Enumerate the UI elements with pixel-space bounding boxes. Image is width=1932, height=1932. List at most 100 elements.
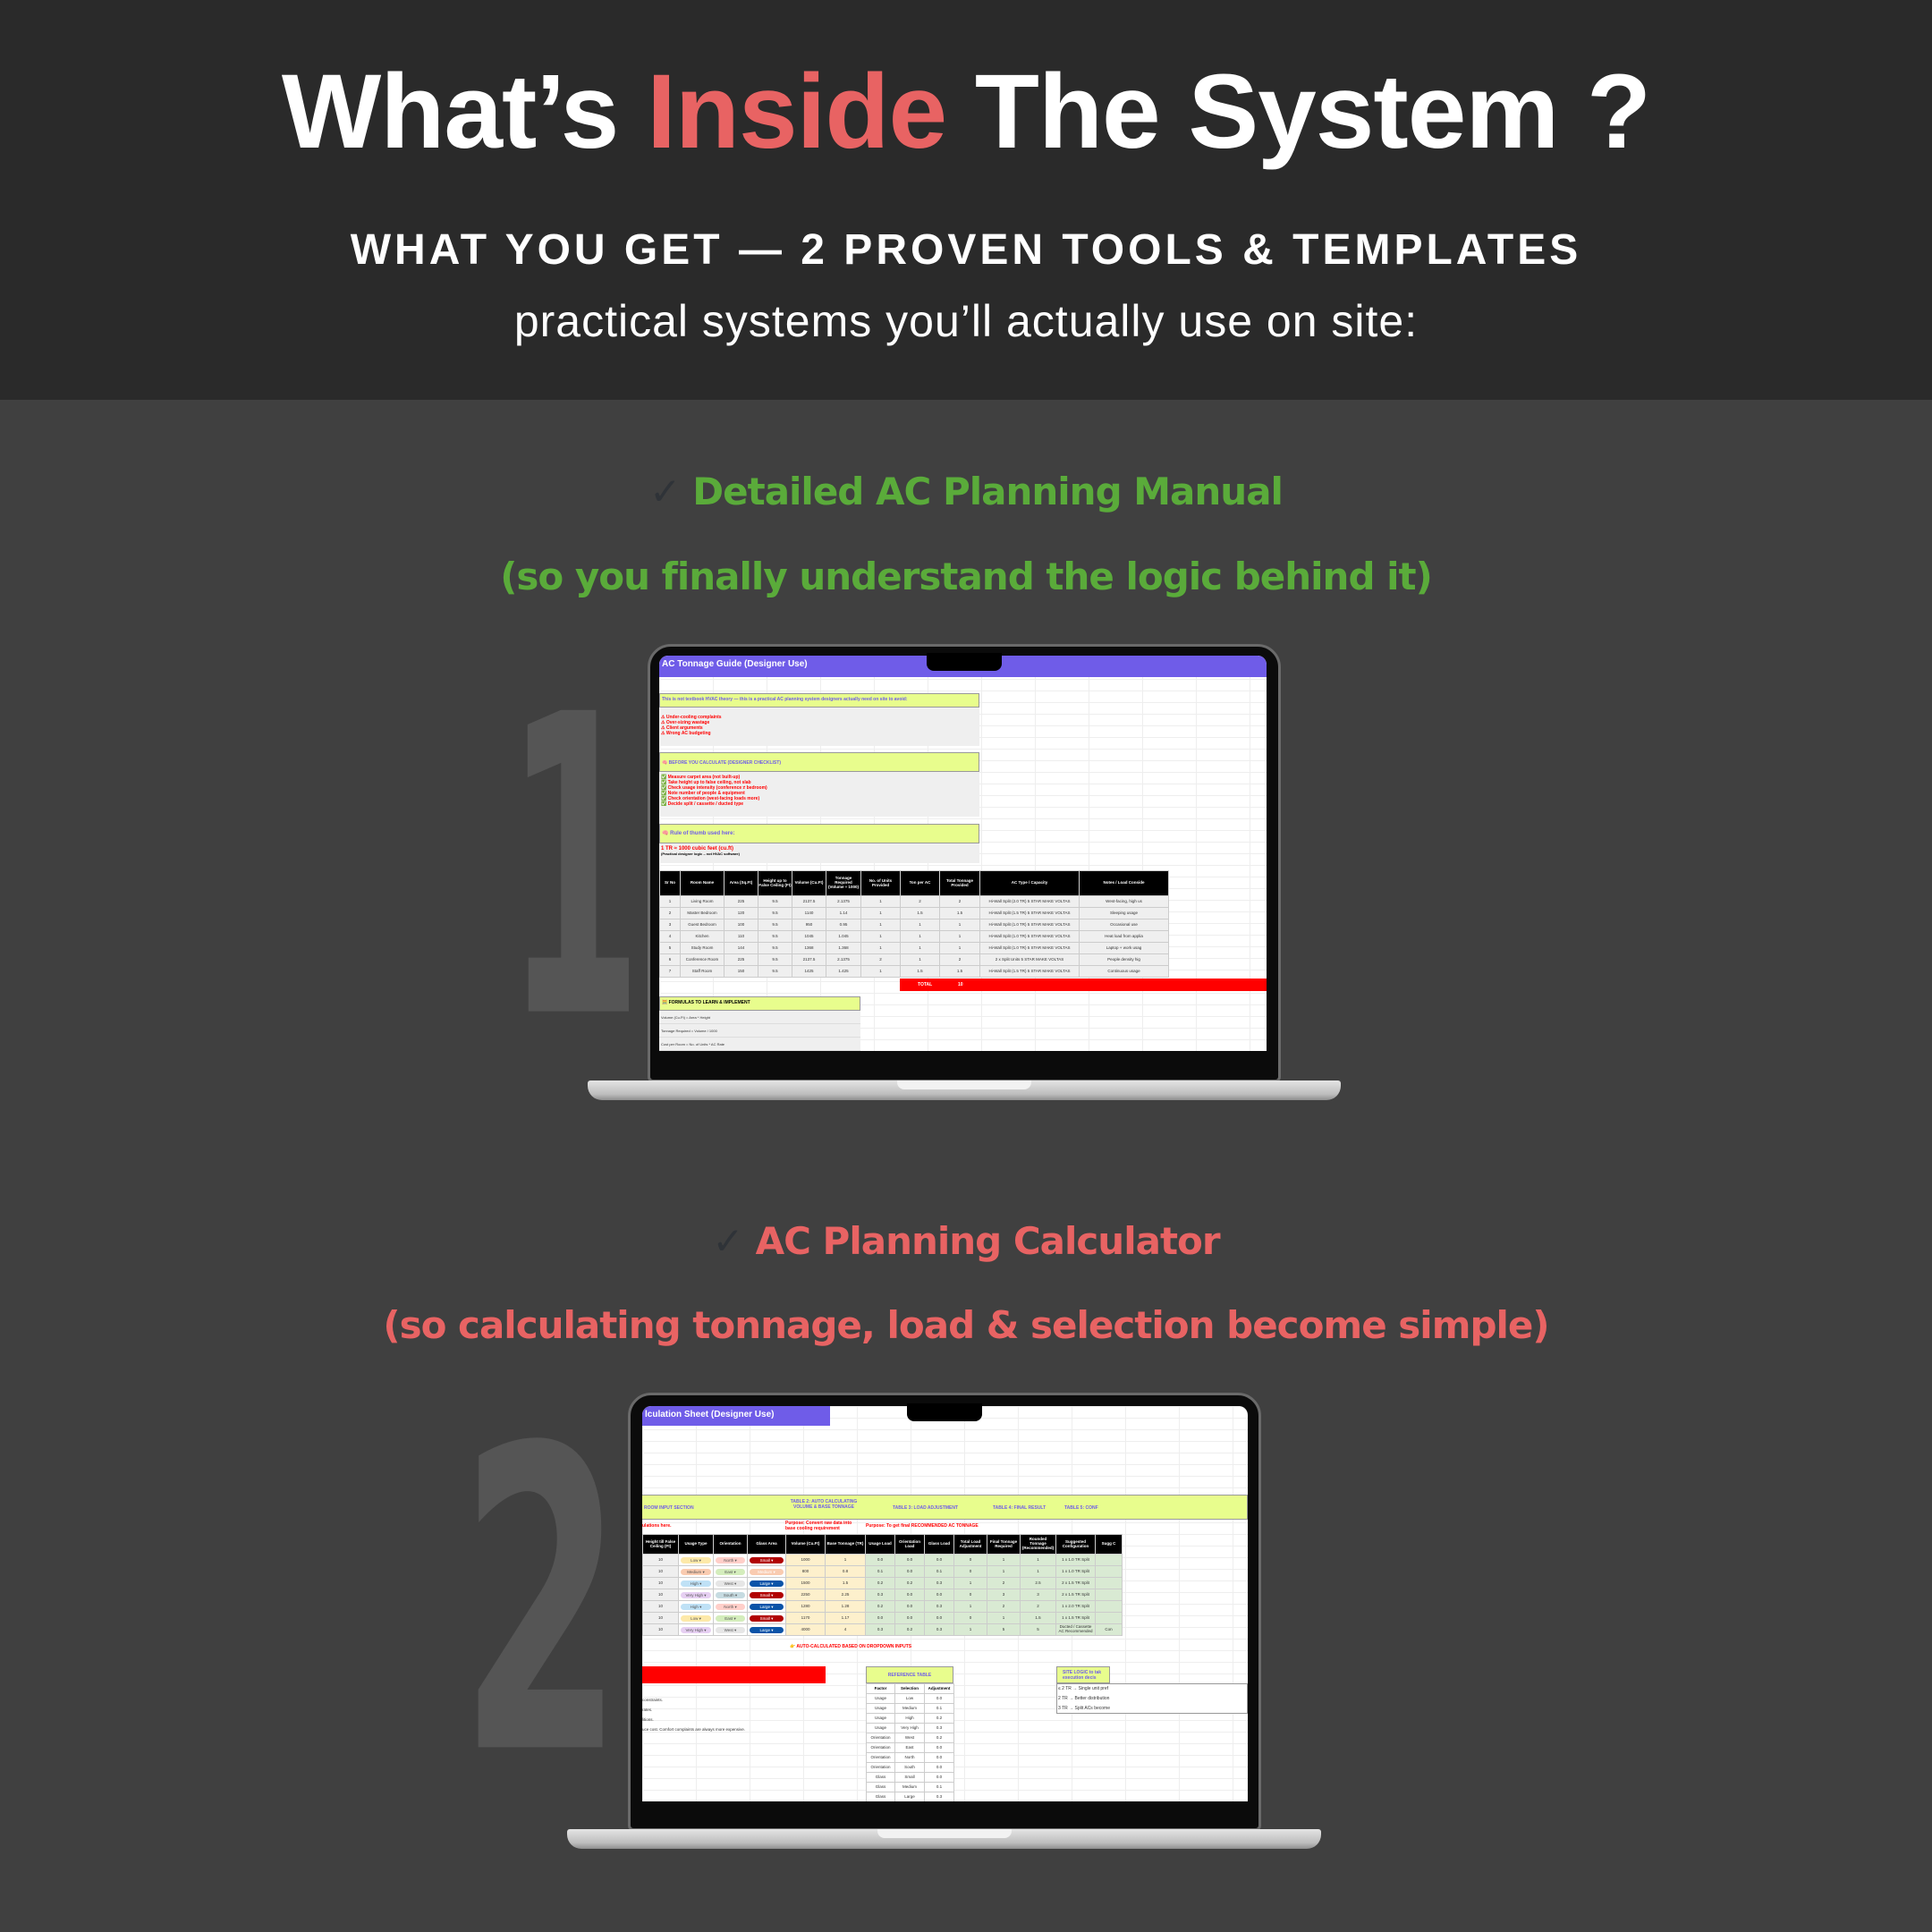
total-label: TOTAL	[918, 982, 933, 987]
dropdown-chip[interactable]: Medium ▾	[680, 1568, 712, 1575]
reference-cell: 0.3	[924, 1792, 954, 1801]
dropdown-chip[interactable]: East ▾	[715, 1568, 746, 1575]
table-cell: 1.28	[825, 1600, 866, 1613]
checklist-item: ✅ Check usage intensity (conference ≠ be…	[661, 785, 767, 791]
table-cell: 0.0	[924, 1612, 954, 1624]
table-cell: 0.0	[894, 1565, 925, 1578]
table-cell: 10	[642, 1565, 679, 1578]
column-header: Usage Type	[678, 1534, 714, 1555]
table-cell: 3	[1020, 1589, 1056, 1601]
dropdown-chip[interactable]: High ▾	[680, 1603, 712, 1610]
dropdown-chip[interactable]: Small ▾	[750, 1591, 784, 1598]
reference-cell: High	[894, 1713, 925, 1724]
dropdown-chip[interactable]: Small ▾	[750, 1556, 784, 1563]
table-cell: 1500	[785, 1577, 826, 1589]
reference-cell: Low	[894, 1693, 925, 1704]
tagline: practical systems you’ll actually use on…	[513, 296, 1419, 346]
formula-item: Cost per Room = No. of Units * AC Rate	[659, 1038, 860, 1051]
table-cell: East ▾	[713, 1612, 748, 1624]
dropdown-chip[interactable]: North ▾	[715, 1556, 746, 1563]
dropdown-chip[interactable]: Medium ▾	[750, 1568, 784, 1575]
table-cell: 0.3	[924, 1577, 954, 1589]
table-cell: 1000	[785, 1554, 826, 1566]
table-cell: 1 x 1.0 TR Split	[1055, 1565, 1096, 1578]
table-cell: 1	[939, 942, 980, 954]
column-header: Height till False Ceiling (Ft)	[642, 1534, 679, 1555]
column-header: Total Load Adjustment	[953, 1534, 987, 1555]
table-cell: 2	[939, 953, 980, 966]
dropdown-chip[interactable]: West ▾	[715, 1626, 746, 1633]
dropdown-chip[interactable]: High ▾	[680, 1580, 712, 1587]
table-cell: 0.1	[924, 1565, 954, 1578]
table-cell: 0.0	[894, 1589, 925, 1601]
dropdown-chip[interactable]: Large ▾	[750, 1580, 784, 1587]
feature2-subtitle: (so calculating tonnage, load & selectio…	[383, 1303, 1549, 1347]
dropdown-chip[interactable]: South ▾	[715, 1591, 746, 1598]
table-cell: High ▾	[678, 1600, 714, 1613]
table-cell: 1	[900, 930, 940, 943]
dropdown-chip[interactable]: Large ▾	[750, 1626, 784, 1633]
column-header: No. of Units Provided	[860, 870, 901, 896]
table-cell: 0.3	[865, 1623, 895, 1636]
reference-cell: Medium	[894, 1703, 925, 1714]
dropdown-chip[interactable]: North ▾	[715, 1603, 746, 1610]
table-cell: South ▾	[713, 1589, 748, 1601]
checklist-header: 🧠 BEFORE YOU CALCULATE (DESIGNER CHECKLI…	[659, 752, 979, 772]
table-cell: 7	[659, 965, 681, 978]
table-cell: Medium ▾	[747, 1565, 786, 1578]
site-logic-line: 3 TR → Split ACs become	[1058, 1706, 1110, 1711]
table-cell: Hi-Wall Split (1.5 TR) 5 STAR MAKE VOLTA…	[979, 965, 1080, 978]
table-cell: Large ▾	[747, 1623, 786, 1636]
formulas-header: 🧮 FORMULAS TO LEARN & IMPLEMENT	[659, 996, 860, 1011]
dropdown-chip[interactable]: Large ▾	[750, 1603, 784, 1610]
rule-note: (Practical designer logic – not HVAC sof…	[661, 852, 740, 856]
dropdown-chip[interactable]: Small ▾	[750, 1614, 784, 1622]
site-logic-title: SITE LOGIC to tak execution decis	[1056, 1666, 1110, 1683]
reference-cell: Orientation	[866, 1752, 895, 1763]
dropdown-chip[interactable]: Low ▾	[680, 1556, 712, 1563]
table-cell: 10	[642, 1600, 679, 1613]
rule-block: 1 TR ≈ 1000 cubic feet (cu.ft)(Practical…	[659, 843, 979, 863]
table-cell: 9.5	[758, 953, 792, 966]
purpose-left: ulations here.	[642, 1523, 672, 1529]
column-header: Orientation	[713, 1534, 748, 1555]
table-cell: 225	[724, 895, 758, 908]
auto-note: 👉 AUTO-CALCULATED BASED ON DROPDOWN INPU…	[790, 1644, 912, 1649]
dropdown-chip[interactable]: Very High ▾	[680, 1626, 712, 1633]
warning-item: ⚠ Under-cooling complaints	[661, 715, 722, 720]
table-cell: 1	[860, 907, 901, 919]
table-cell: North ▾	[713, 1600, 748, 1613]
table-cell: 950	[792, 919, 826, 931]
table-cell: 0.0	[894, 1612, 925, 1624]
site-logic-line: ≤ 2 TR → Single unit pref	[1058, 1686, 1109, 1691]
table-cell: East ▾	[713, 1565, 748, 1578]
number-2: 2	[460, 1360, 623, 1846]
checklist-item: ✅ Decide split / cassette / ducted type	[661, 801, 744, 807]
dropdown-chip[interactable]: East ▾	[715, 1614, 746, 1622]
reference-cell: Orientation	[866, 1733, 895, 1743]
reference-cell: 0.0	[924, 1742, 954, 1753]
reference-cell: Usage	[866, 1703, 895, 1714]
table-cell: 0.0	[924, 1554, 954, 1566]
reference-cell: 0.1	[924, 1703, 954, 1714]
table-cell: Living Room	[680, 895, 724, 908]
column-header: Adjustment	[924, 1683, 954, 1694]
dropdown-chip[interactable]: Low ▾	[680, 1614, 712, 1622]
dropdown-chip[interactable]: West ▾	[715, 1580, 746, 1587]
table-cell: 0	[953, 1554, 987, 1566]
subtitle: WHAT YOU GET — 2 PROVEN TOOLS & TEMPLATE…	[350, 226, 1582, 274]
laptop-1-base	[588, 1080, 1341, 1100]
camera-notch	[927, 653, 1002, 671]
table-cell: North ▾	[713, 1554, 748, 1566]
table-cell: 1 x 1.0 TR Split	[1055, 1554, 1096, 1566]
dropdown-chip[interactable]: Very High ▾	[680, 1591, 712, 1598]
rule-header: 🧠 Rule of thumb used here:	[659, 824, 979, 843]
